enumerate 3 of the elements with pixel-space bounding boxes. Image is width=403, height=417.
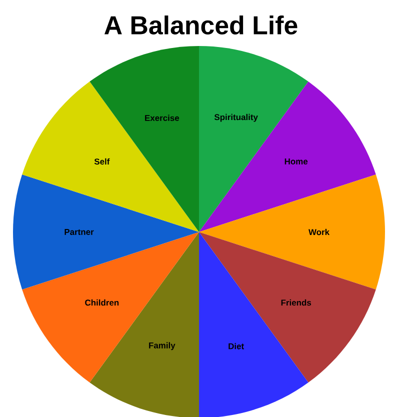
pie-slice: Work bbox=[199, 174, 385, 290]
pie-slice: Partner bbox=[13, 174, 199, 290]
title: A Balanced Life bbox=[104, 16, 298, 34]
